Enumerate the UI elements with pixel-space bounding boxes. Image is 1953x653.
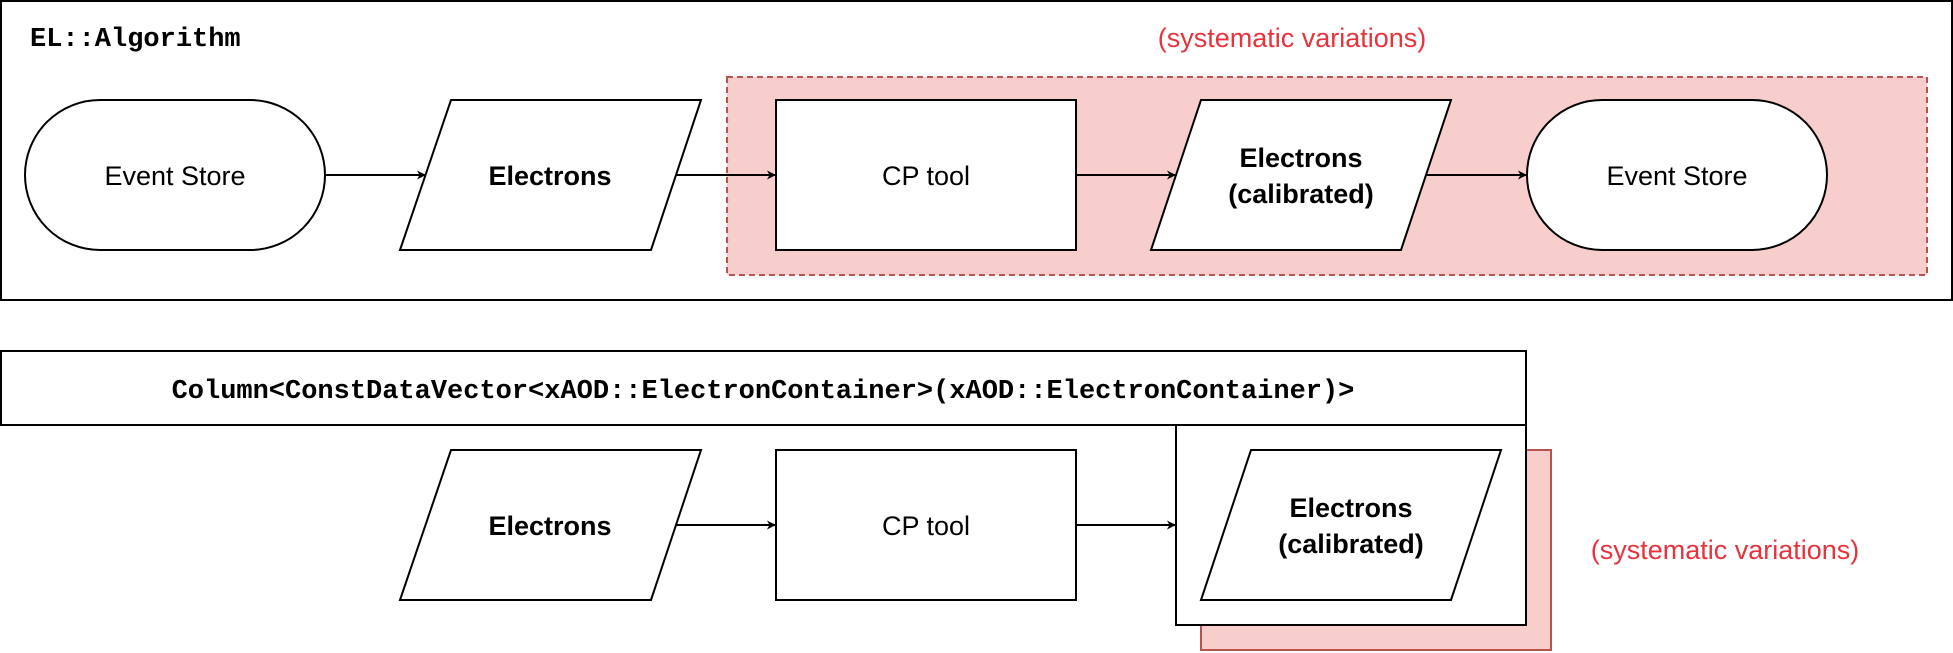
- electrons-calibrated-label-line2: (calibrated): [1228, 179, 1374, 209]
- bottom-cp-tool-node-label: CP tool: [882, 511, 970, 541]
- bottom-systematic-label: (systematic variations): [1591, 535, 1860, 565]
- event-store-output: [1526, 99, 1828, 251]
- column-header-box: [0, 350, 1527, 426]
- cp-tool-node-label: CP tool: [882, 161, 970, 191]
- event-store-input-label: Event Store: [104, 161, 245, 191]
- bottom-electrons-node: [398, 449, 703, 601]
- cp-tool-node: [775, 99, 1077, 251]
- bottom-electrons-calibrated-node: [1199, 449, 1503, 601]
- algorithm-title: EL::Algorithm: [30, 25, 241, 55]
- bottom-cp-tool-node: [775, 449, 1077, 601]
- column-title: Column<ConstDataVector<xAOD::ElectronCon…: [172, 377, 1355, 407]
- bottom-electrons-calibrated-line2: (calibrated): [1278, 529, 1424, 559]
- top-systematic-label: (systematic variations): [1158, 23, 1427, 53]
- event-store-output-label: Event Store: [1606, 161, 1747, 191]
- electrons-calibrated-node: [1149, 99, 1453, 251]
- electrons-node-label: Electrons: [488, 161, 611, 191]
- electrons-node: [398, 99, 703, 251]
- electrons-calibrated-label-line1: Electrons: [1239, 143, 1362, 173]
- bottom-electrons-node-label: Electrons: [488, 511, 611, 541]
- bottom-electrons-calibrated-line1: Electrons: [1289, 493, 1412, 523]
